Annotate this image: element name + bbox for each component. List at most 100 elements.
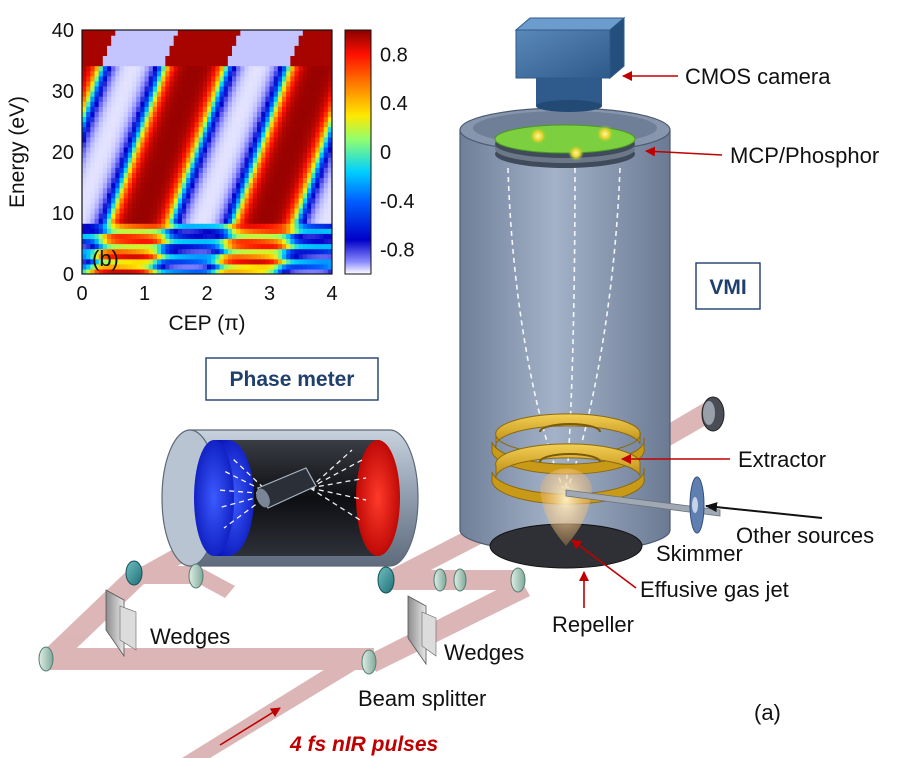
- heatmap-cell: [107, 146, 112, 153]
- heatmap-cell: [244, 106, 250, 112]
- heatmap-cell: [190, 268, 196, 274]
- heatmap-cell: [261, 253, 266, 260]
- heatmap-cell: [136, 55, 141, 62]
- heatmap-cell: [144, 131, 150, 138]
- heatmap-cell: [273, 263, 279, 270]
- heatmap-cell: [165, 258, 171, 265]
- heatmap-cell: [282, 207, 287, 214]
- heatmap-cell: [273, 65, 279, 72]
- heatmap-cell: [98, 238, 104, 245]
- heatmap-cell: [277, 207, 283, 214]
- heatmap-cell: [161, 50, 166, 57]
- heatmap-cell: [182, 238, 187, 245]
- heatmap-cell: [223, 162, 229, 168]
- heatmap-cell: [232, 152, 237, 158]
- heatmap-cell: [152, 192, 158, 199]
- heatmap-cell: [215, 172, 221, 179]
- heatmap-cell: [323, 60, 329, 67]
- heatmap-cell: [282, 40, 287, 46]
- heatmap-cell: [119, 35, 125, 41]
- heatmap-cell: [307, 263, 312, 270]
- heatmap-cell: [102, 207, 108, 214]
- heatmap-cell: [107, 157, 112, 163]
- heatmap-cell: [169, 111, 175, 118]
- heatmap-cell: [302, 85, 308, 92]
- heatmap-cell: [252, 223, 258, 229]
- heatmap-cell: [144, 213, 150, 219]
- heatmap-cell: [294, 60, 300, 67]
- heatmap-cell: [90, 187, 96, 194]
- heatmap-cell: [194, 218, 200, 224]
- heatmap-cell: [323, 70, 329, 77]
- heatmap-cell: [236, 263, 241, 270]
- heatmap-cell: [290, 223, 296, 229]
- heatmap-cell: [90, 213, 96, 219]
- heatmap-cell: [86, 50, 91, 57]
- heatmap-cell: [215, 106, 221, 112]
- beam-splitter-to-right: [366, 578, 530, 672]
- heatmap-cell: [315, 50, 321, 57]
- heatmap-cell: [311, 228, 316, 234]
- heatmap-cell: [261, 152, 266, 158]
- heatmap-cell: [173, 238, 179, 245]
- heatmap-cell: [177, 218, 183, 224]
- heatmap-cell: [286, 75, 291, 82]
- heatmap-cell: [219, 187, 225, 194]
- heatmap-cell: [140, 152, 146, 158]
- heatmap-cell: [102, 162, 108, 168]
- beam-diagonal-left: [38, 568, 146, 664]
- heatmap-cell: [248, 192, 254, 199]
- heatmap-cell: [94, 162, 100, 168]
- heatmap-cell: [127, 248, 133, 255]
- heatmap-cell: [302, 207, 308, 214]
- heatmap-cell: [244, 187, 250, 194]
- heatmap-cell: [282, 111, 287, 118]
- heatmap-cell: [161, 65, 166, 72]
- heatmap-cell: [90, 182, 96, 189]
- heatmap-cell: [161, 223, 166, 229]
- heatmap-cell: [277, 131, 283, 138]
- heatmap-cell: [319, 106, 325, 112]
- heatmap-cell: [232, 96, 237, 102]
- heatmap-cell: [136, 121, 141, 128]
- heatmap-cell: [136, 136, 141, 143]
- heatmap-cell: [148, 70, 154, 77]
- heatmap-cell: [140, 65, 146, 72]
- heatmap-cell: [198, 197, 204, 204]
- heatmap-cell: [98, 45, 104, 51]
- heatmap-cell: [323, 207, 329, 214]
- heatmap-cell: [311, 157, 316, 163]
- heatmap-cell: [161, 172, 166, 179]
- heatmap-cell: [111, 207, 116, 214]
- heatmap-cell: [273, 192, 279, 199]
- heatmap-cell: [182, 253, 187, 260]
- heatmap-cell: [102, 101, 108, 107]
- heatmap-cell: [165, 197, 171, 204]
- heatmap-cell: [223, 187, 229, 194]
- heatmap-cell: [219, 228, 225, 234]
- heatmap-cell: [257, 35, 262, 41]
- heatmap-cell: [248, 268, 254, 274]
- heatmap-cell: [152, 136, 158, 143]
- heatmap-cell: [307, 136, 312, 143]
- heatmap-cell: [123, 202, 129, 209]
- other-sources-label: Other sources: [736, 523, 874, 548]
- heatmap-cell: [161, 111, 166, 118]
- heatmap-cell: [298, 91, 304, 97]
- heatmap-cell: [244, 101, 250, 107]
- heatmap-cell: [319, 40, 325, 46]
- heatmap-cell: [215, 167, 221, 173]
- heatmap-cell: [144, 91, 150, 97]
- heatmap-cell: [169, 152, 175, 158]
- heatmap-cell: [198, 75, 204, 82]
- heatmap-cell: [257, 111, 262, 118]
- heatmap-cell: [186, 126, 191, 133]
- heatmap-cell: [107, 197, 112, 204]
- heatmap-cell: [148, 50, 154, 57]
- heatmap-cell: [132, 157, 137, 163]
- heatmap-cell: [248, 263, 254, 270]
- heatmap-cell: [202, 162, 208, 168]
- heatmap-cell: [173, 131, 179, 138]
- heatmap-cell: [86, 30, 91, 36]
